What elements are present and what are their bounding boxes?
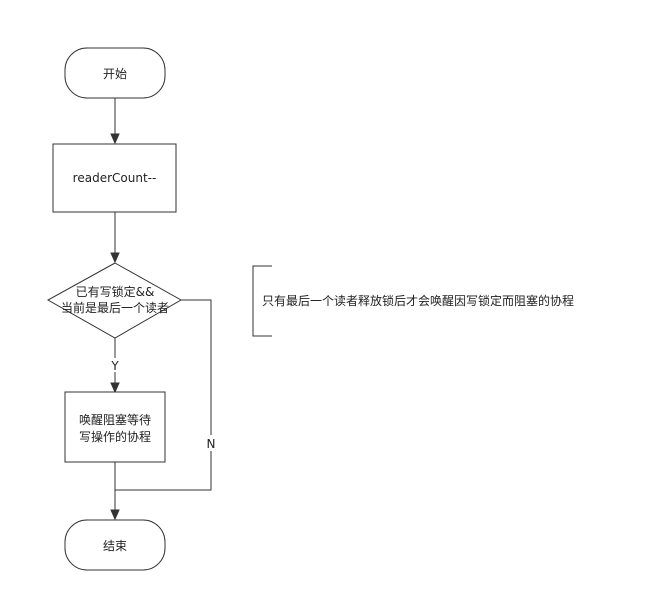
wake-writer-node[interactable]: 唤醒阻塞等待 写操作的协程 xyxy=(64,391,166,463)
end-label: 结束 xyxy=(103,539,127,553)
annotation-text: 只有最后一个读者释放锁后才会唤醒因写锁定而阻塞的协程 xyxy=(262,293,574,308)
edge-wake-to-end xyxy=(110,462,120,521)
decision-label-line2: 当前是最后一个读者 xyxy=(61,300,169,315)
edge-yes: Y xyxy=(108,338,122,394)
edge-decrement-to-decision xyxy=(110,212,120,264)
start-label: 开始 xyxy=(103,67,127,81)
edge-no: N xyxy=(115,299,218,491)
wake-label-line1: 唤醒阻塞等待 xyxy=(79,412,151,427)
annotation-bracket xyxy=(252,265,272,337)
decision-node[interactable]: 已有写锁定&& 当前是最后一个读者 xyxy=(46,262,183,339)
no-label: N xyxy=(207,437,216,451)
decrement-node[interactable]: readerCount-- xyxy=(52,143,177,213)
start-node[interactable]: 开始 xyxy=(64,47,166,99)
wake-label-line2: 写操作的协程 xyxy=(79,429,151,444)
decrement-label: readerCount-- xyxy=(73,171,157,185)
annotation[interactable]: 只有最后一个读者释放锁后才会唤醒因写锁定而阻塞的协程 xyxy=(252,265,574,337)
yes-label: Y xyxy=(110,359,119,373)
edge-start-to-decrement xyxy=(110,98,120,145)
decision-label-line1: 已有写锁定&& xyxy=(76,284,155,299)
end-node[interactable]: 结束 xyxy=(64,519,166,571)
